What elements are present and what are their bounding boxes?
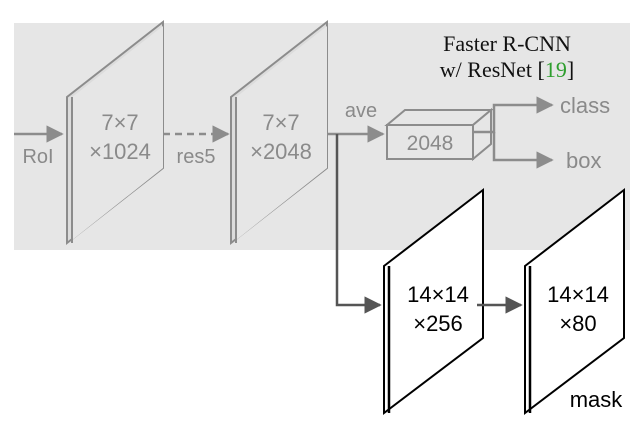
- block1-dim-line1: 7×7: [101, 110, 138, 135]
- fc-block-2048: 2048: [384, 107, 494, 162]
- feature-block-14x14x80: 14×14 ×80: [524, 187, 625, 416]
- mask-label: mask: [570, 387, 624, 412]
- res5-label: res5: [177, 146, 216, 168]
- header-title-line2: w/ ResNet [19]: [440, 57, 574, 82]
- block2-dim-line1: 7×7: [262, 110, 299, 135]
- class-label: class: [560, 93, 610, 118]
- feature-block-7x7x2048: 7×7 ×2048: [230, 19, 328, 246]
- fc-label: 2048: [407, 132, 454, 155]
- block2-dim-line2: ×2048: [250, 139, 312, 164]
- box-label: box: [566, 148, 601, 173]
- block4-dim-line2: ×80: [559, 311, 596, 336]
- ave-label: ave: [345, 100, 377, 122]
- citation-ref: 19: [545, 57, 567, 82]
- block3-dim-line2: ×256: [413, 311, 463, 336]
- box-arrow: [492, 132, 554, 169]
- block4-dim-line1: 14×14: [547, 282, 609, 307]
- feature-block-14x14x256: 14×14 ×256: [383, 187, 484, 416]
- feature-block-7x7x1024: 7×7 ×1024: [66, 19, 164, 246]
- class-arrow: [473, 96, 554, 134]
- block1-dim-line2: ×1024: [89, 139, 151, 164]
- mask-branch-arrow: [335, 134, 382, 314]
- block3-dim-line1: 14×14: [407, 282, 469, 307]
- roi-label: RoI: [22, 146, 53, 168]
- header-title-line1: Faster R-CNN: [443, 31, 571, 56]
